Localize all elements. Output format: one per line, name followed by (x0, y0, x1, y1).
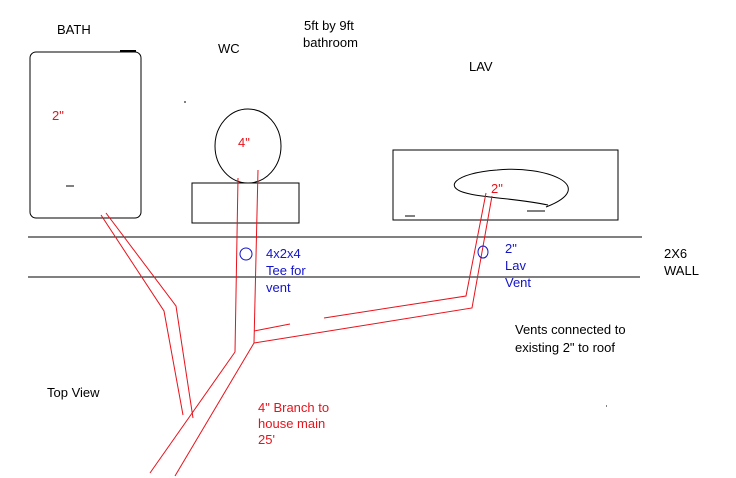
wall-size-label: 2X6 (664, 246, 688, 261)
tee-label-3: vent (266, 280, 291, 295)
lav-vent-label-1: 2" (505, 241, 517, 256)
wc-stack-right (253, 169, 259, 344)
lav-drain-pipe-lower (253, 195, 493, 344)
wc-drain-size: 4" (238, 135, 250, 150)
vents-note-line-1: Vents connected to (515, 322, 626, 337)
branch-pipe-left (149, 351, 236, 474)
room-size-label: 5ft by 9ft (304, 18, 354, 33)
bath-drain-size: 2" (52, 108, 64, 123)
branch-label-2: house main (258, 416, 326, 431)
lav-vent-label-2: Lav (505, 258, 526, 273)
branch-label-1: 4" Branch to (258, 400, 330, 415)
wall-label: WALL (664, 263, 699, 278)
bath-drain-pipe-left (100, 214, 184, 416)
wc-tank (191, 182, 300, 224)
lav-drain-pipe-upper-2 (323, 192, 487, 319)
bath-label: BATH (57, 22, 91, 37)
view-label: Top View (47, 385, 100, 400)
branch-pipe-right (174, 342, 255, 477)
lav-vent-label-3: Vent (505, 275, 532, 290)
wc-stack-left (234, 177, 239, 353)
lav-label: LAV (469, 59, 493, 74)
vents-note-line-2: existing 2" to roof (515, 340, 616, 355)
lav-counter (392, 149, 619, 221)
room-type-label: bathroom (303, 35, 358, 50)
tee-label-1: 4x2x4 (266, 246, 301, 261)
wc-label: WC (218, 41, 240, 56)
bathtub-outline (29, 51, 142, 219)
lav-drain-size: 2" (491, 181, 503, 196)
bath-drain-pipe-right (105, 212, 194, 419)
tee-label-2: Tee for (266, 263, 306, 278)
lav-basin (453, 168, 569, 208)
lav-drain-pipe-upper (253, 323, 291, 332)
wc-vent-circle (239, 247, 253, 261)
lav-vent-circle (477, 245, 489, 259)
branch-label-3: 25' (258, 432, 275, 447)
